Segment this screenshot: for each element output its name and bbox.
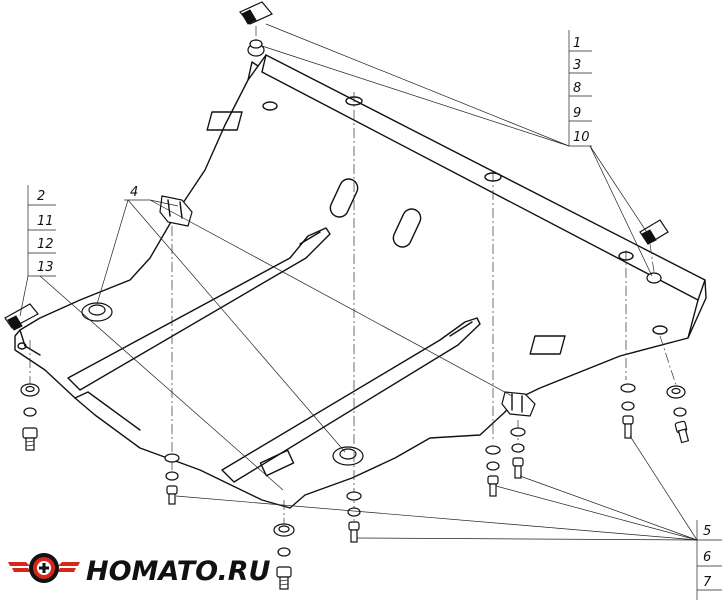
plate-bushings bbox=[81, 302, 364, 466]
callout-stack-top-right: 1 3 8 9 10 bbox=[568, 30, 592, 147]
right-clip bbox=[639, 219, 669, 284]
callout-stack-left: 2 11 12 13 bbox=[27, 185, 56, 277]
bracket-left bbox=[159, 195, 193, 227]
skid-plate-outline bbox=[14, 54, 707, 509]
assembly-axes bbox=[29, 26, 677, 540]
fastener-mid-left bbox=[164, 453, 180, 505]
car-emblem-icon bbox=[8, 553, 80, 583]
fastener-bottom bbox=[273, 523, 295, 590]
leader-lines bbox=[19, 23, 698, 541]
callout-12: 12 bbox=[37, 237, 54, 252]
callout-5: 5 bbox=[703, 524, 711, 539]
fastener-right bbox=[620, 383, 690, 444]
fastener-left bbox=[20, 383, 40, 451]
logo-text: HOMATO.RU bbox=[86, 556, 271, 587]
fastener-center-right bbox=[485, 427, 526, 497]
callout-6: 6 bbox=[703, 550, 711, 565]
callout-4: 4 bbox=[130, 185, 138, 200]
callout-stack-bottom-right: 5 6 7 bbox=[696, 520, 722, 600]
rear-flange bbox=[261, 71, 699, 301]
callout-1: 1 bbox=[573, 36, 581, 51]
top-clip bbox=[239, 1, 273, 57]
callout-9: 9 bbox=[573, 106, 581, 121]
fastener-center bbox=[346, 491, 362, 543]
callout-3: 3 bbox=[573, 58, 581, 73]
callout-13: 13 bbox=[37, 260, 54, 275]
skid-plate bbox=[14, 54, 707, 509]
logo: HOMATO.RU bbox=[8, 553, 271, 587]
callout-single-4: 4 bbox=[124, 185, 150, 201]
callout-7: 7 bbox=[703, 575, 712, 590]
callout-11: 11 bbox=[37, 214, 54, 229]
callout-10: 10 bbox=[573, 130, 590, 145]
callout-8: 8 bbox=[573, 81, 581, 96]
right-rib bbox=[221, 317, 481, 483]
left-rib bbox=[67, 227, 331, 391]
callout-2: 2 bbox=[37, 189, 45, 204]
bracket-right bbox=[501, 391, 536, 417]
